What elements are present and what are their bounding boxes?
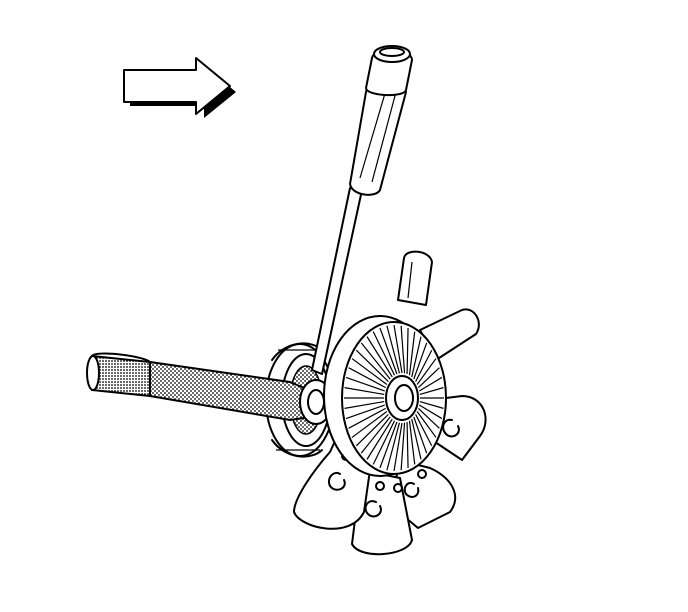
clutch-fin xyxy=(372,420,396,465)
clutch-fin xyxy=(416,411,437,438)
direction-arrow-right-icon xyxy=(123,57,236,118)
clutch-fin xyxy=(408,420,416,465)
clutch-fin xyxy=(355,349,389,383)
clutch-fin xyxy=(386,325,401,374)
clutch-fin xyxy=(366,336,393,378)
clutch-fin xyxy=(417,367,440,389)
clutch-fin xyxy=(351,358,388,385)
clutch-fin xyxy=(408,331,416,376)
clutch-fin xyxy=(393,324,403,374)
fan-clutch xyxy=(323,315,447,477)
clutch-fin xyxy=(415,414,433,447)
clutch-fin xyxy=(348,407,386,429)
clutch-fin xyxy=(406,327,409,375)
clutch-fin xyxy=(379,327,398,375)
clutch-fin xyxy=(413,416,428,454)
clutch-fin xyxy=(406,421,409,469)
clutch-fin xyxy=(416,358,437,385)
clutch-fin xyxy=(345,376,385,392)
clutch-fin xyxy=(379,421,398,469)
fan-blade-top xyxy=(397,250,433,306)
clutch-fin xyxy=(417,407,440,429)
clutch-fin xyxy=(400,325,406,374)
clutch-fin xyxy=(419,400,444,409)
clutch-fin xyxy=(351,411,388,438)
clutch-fin xyxy=(418,376,443,392)
fan-blades xyxy=(293,250,487,556)
clutch-fin xyxy=(411,336,422,378)
clutch-fin xyxy=(355,413,389,447)
clutch-fin xyxy=(400,422,406,471)
holding-tool-handle xyxy=(311,45,413,375)
fan-blade-right xyxy=(419,308,480,361)
clutch-fin xyxy=(419,387,444,396)
clutch-fin xyxy=(413,342,428,380)
clutch-fin xyxy=(345,404,385,420)
clutch-fin xyxy=(344,387,385,396)
clutch-fin xyxy=(360,416,391,454)
clutch-fin xyxy=(344,400,385,409)
clutch-fin xyxy=(386,422,401,471)
clutch-fin xyxy=(411,418,422,460)
clutch-fin xyxy=(393,422,403,472)
fan-clutch-wrench xyxy=(86,352,333,425)
clutch-fin xyxy=(360,342,391,380)
clutch-fin xyxy=(348,367,386,389)
clutch-fin xyxy=(366,418,393,460)
clutch-fin xyxy=(415,349,433,382)
clutch-fin xyxy=(372,331,396,376)
fan-blade-bottom-right xyxy=(393,459,457,529)
clutch-fin xyxy=(418,404,443,420)
